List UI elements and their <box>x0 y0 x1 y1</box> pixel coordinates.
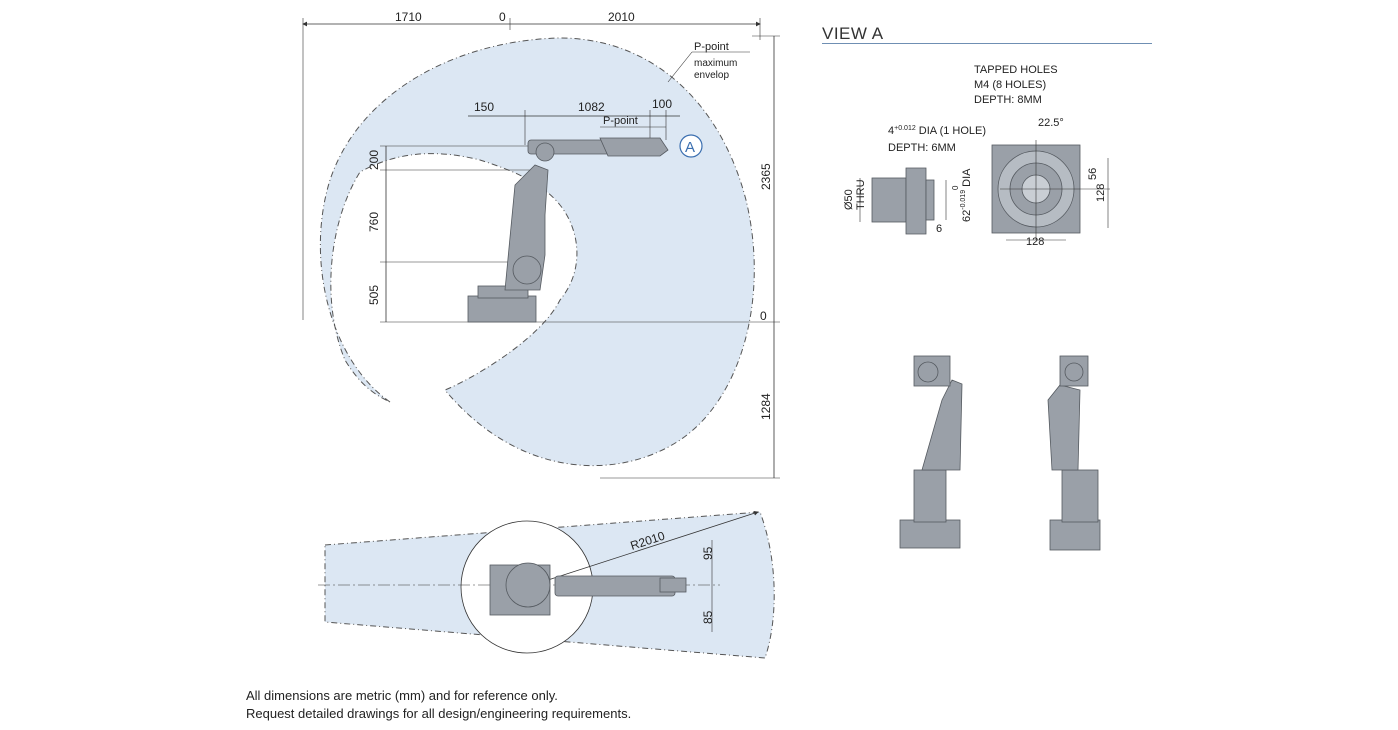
dim-zero-right: 0 <box>760 309 767 323</box>
dim-760: 760 <box>367 212 381 232</box>
dim-128-horizontal: 128 <box>1026 236 1044 248</box>
dia62-label: 62-0.019 DIA <box>960 168 973 222</box>
dim-150: 150 <box>474 100 494 114</box>
note-line-2: Request detailed drawings for all design… <box>246 706 632 721</box>
dim-85: 85 <box>701 610 715 624</box>
dim-1284: 1284 <box>759 393 773 420</box>
view-a-marker <box>679 134 703 158</box>
dim-2365: 2365 <box>759 163 773 190</box>
dim-505: 505 <box>367 285 381 305</box>
flange-front <box>991 140 1110 240</box>
pin-hole-line2: DEPTH: 6MM <box>888 142 956 154</box>
envelope-label-3: envelop <box>694 70 729 81</box>
dim-1710: 1710 <box>395 10 422 24</box>
tapped-holes-line1: TAPPED HOLES <box>974 64 1058 76</box>
envelope-label-2: maximum <box>694 58 737 69</box>
envelope-label-1: P-point <box>694 41 729 53</box>
dim-56: 56 <box>1087 168 1099 180</box>
dim-200: 200 <box>367 150 381 170</box>
angle-label: 22.5° <box>1038 117 1064 129</box>
robot-top <box>489 562 687 616</box>
dim-zero-top: 0 <box>499 10 506 24</box>
thru-line1: Ø50 <box>843 189 855 210</box>
tapped-holes-line2: M4 (8 HOLES) <box>974 79 1046 91</box>
flange-side-profile <box>871 167 935 235</box>
view-a-marker-text: A <box>685 139 695 156</box>
dim-128-vertical: 128 <box>1095 184 1107 202</box>
dim-2010: 2010 <box>608 10 635 24</box>
view-a-title: VIEW A <box>822 24 884 43</box>
dia62-tol-top: 0 <box>951 185 960 190</box>
robot-side <box>467 137 669 323</box>
dim-100: 100 <box>652 97 672 111</box>
side-view: 1710 0 2010 2365 0 1284 200 760 505 150 … <box>302 10 780 479</box>
dim-1082: 1082 <box>578 100 605 114</box>
dim-95: 95 <box>701 546 715 560</box>
view-a-drawing: TAPPED HOLES M4 (8 HOLES) DEPTH: 8MM 4+0… <box>843 64 1110 248</box>
p-point-label: P-point <box>603 115 638 127</box>
pin-hole-line1: 4+0.012 DIA (1 HOLE) <box>888 125 986 137</box>
view-a-title-rule <box>822 43 1152 44</box>
tapped-holes-line3: DEPTH: 8MM <box>974 94 1042 106</box>
robot-elevation-right <box>1047 355 1101 551</box>
thru-line2: THRU <box>855 179 867 210</box>
top-view: R2010 95 85 <box>318 510 775 659</box>
robot-elevation-left <box>899 355 963 549</box>
dim-6: 6 <box>936 223 942 235</box>
note-line-1: All dimensions are metric (mm) and for r… <box>246 688 558 703</box>
